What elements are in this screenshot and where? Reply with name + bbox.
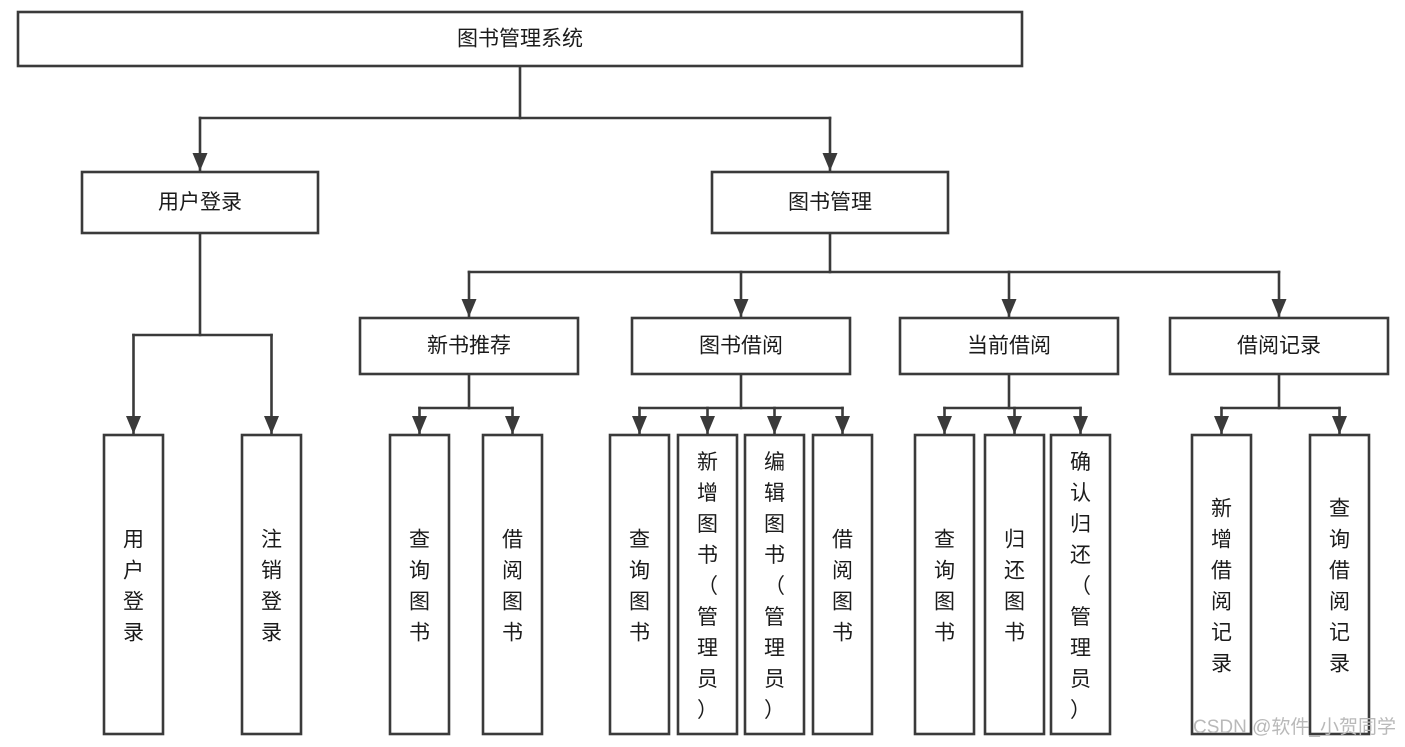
node-leaf-add-borrow-record-rect[interactable] — [1190, 433, 1253, 736]
arrow-head-icon — [632, 416, 647, 434]
node-leaf-borrow-book-2-rect[interactable] — [811, 433, 874, 736]
arrow-head-icon — [1271, 299, 1287, 317]
connector-lines — [126, 64, 1347, 436]
node-leaf-add-borrow-record[interactable]: 新增借阅记录 — [1190, 433, 1253, 736]
node-leaf-query-borrow-record-label: 查询借阅记录 — [1329, 498, 1350, 676]
node-boxes: 图书管理系统用户登录图书管理新书推荐图书借阅当前借阅借阅记录用户登录注销登录查询… — [16, 10, 1390, 736]
node-leaf-query-book-1[interactable]: 查询图书 — [388, 433, 451, 736]
arrow-head-icon — [767, 416, 782, 434]
node-leaf-user-logout-rect[interactable] — [240, 433, 303, 736]
node-root-root-rect[interactable] — [16, 10, 1024, 68]
node-leaf-edit-book-admin-rect[interactable] — [743, 433, 806, 736]
node-root-root-label: 图书管理系统 — [457, 28, 583, 51]
node-user-login-rect[interactable] — [80, 170, 320, 235]
node-leaf-add-book-admin-label: 新增图书（管理员） — [697, 451, 718, 722]
node-new-book-recommend-rect[interactable] — [358, 316, 580, 376]
node-leaf-query-book-2-label: 查询图书 — [629, 529, 650, 645]
node-leaf-borrow-book-2-label: 借阅图书 — [832, 529, 853, 645]
node-borrow-record-label: 借阅记录 — [1237, 335, 1321, 358]
arrow-head-icon — [822, 153, 838, 171]
node-leaf-query-book-3-label: 查询图书 — [934, 529, 955, 645]
node-leaf-user-login[interactable]: 用户登录 — [102, 433, 165, 736]
node-leaf-borrow-book-2[interactable]: 借阅图书 — [811, 433, 874, 736]
arrow-head-icon — [192, 153, 208, 171]
arrow-head-icon — [1073, 416, 1088, 434]
node-book-manage-rect[interactable] — [710, 170, 950, 235]
node-leaf-borrow-book-1-rect[interactable] — [481, 433, 544, 736]
arrow-head-icon — [264, 416, 279, 434]
node-borrow-record[interactable]: 借阅记录 — [1168, 316, 1390, 376]
node-leaf-add-borrow-record-label: 新增借阅记录 — [1211, 498, 1232, 676]
node-user-login-label: 用户登录 — [158, 191, 242, 214]
node-current-borrow-rect[interactable] — [898, 316, 1120, 376]
node-book-borrow-rect[interactable] — [630, 316, 852, 376]
node-leaf-query-book-1-rect[interactable] — [388, 433, 451, 736]
node-leaf-borrow-book-1-label: 借阅图书 — [502, 529, 523, 645]
node-borrow-record-rect[interactable] — [1168, 316, 1390, 376]
node-leaf-query-book-1-label: 查询图书 — [409, 529, 430, 645]
node-leaf-confirm-return-admin[interactable]: 确认归还（管理员） — [1049, 433, 1112, 736]
arrow-head-icon — [1214, 416, 1229, 434]
node-book-manage[interactable]: 图书管理 — [710, 170, 950, 235]
node-leaf-borrow-book-1[interactable]: 借阅图书 — [481, 433, 544, 736]
node-leaf-add-book-admin[interactable]: 新增图书（管理员） — [676, 433, 739, 736]
arrow-head-icon — [1001, 299, 1017, 317]
arrow-head-icon — [835, 416, 850, 434]
node-leaf-edit-book-admin-label: 编辑图书（管理员） — [764, 451, 785, 722]
node-book-borrow[interactable]: 图书借阅 — [630, 316, 852, 376]
arrow-head-icon — [937, 416, 952, 434]
arrow-head-icon — [700, 416, 715, 434]
node-new-book-recommend[interactable]: 新书推荐 — [358, 316, 580, 376]
arrow-head-icon — [733, 299, 749, 317]
node-leaf-user-logout-label: 注销登录 — [261, 529, 282, 645]
node-leaf-return-book[interactable]: 归还图书 — [983, 433, 1046, 736]
node-leaf-query-book-3-rect[interactable] — [913, 433, 976, 736]
node-leaf-query-book-3[interactable]: 查询图书 — [913, 433, 976, 736]
node-leaf-query-borrow-record-rect[interactable] — [1308, 433, 1371, 736]
node-book-manage-label: 图书管理 — [788, 191, 872, 214]
arrow-head-icon — [412, 416, 427, 434]
node-leaf-user-logout[interactable]: 注销登录 — [240, 433, 303, 736]
node-leaf-edit-book-admin[interactable]: 编辑图书（管理员） — [743, 433, 806, 736]
arrow-head-icon — [461, 299, 477, 317]
node-current-borrow[interactable]: 当前借阅 — [898, 316, 1120, 376]
node-leaf-return-book-label: 归还图书 — [1004, 529, 1025, 645]
node-new-book-recommend-label: 新书推荐 — [427, 335, 511, 358]
node-root-root[interactable]: 图书管理系统 — [16, 10, 1024, 68]
node-leaf-query-book-2[interactable]: 查询图书 — [608, 433, 671, 736]
arrow-head-icon — [1332, 416, 1347, 434]
node-leaf-confirm-return-admin-label: 确认归还（管理员） — [1070, 451, 1091, 722]
arrow-head-icon — [126, 416, 141, 434]
watermark-label: CSDN @软件_小贺同学 — [1193, 716, 1396, 738]
arrow-head-icon — [1007, 416, 1022, 434]
node-leaf-user-login-label: 用户登录 — [123, 529, 144, 645]
node-user-login[interactable]: 用户登录 — [80, 170, 320, 235]
node-leaf-user-login-rect[interactable] — [102, 433, 165, 736]
node-leaf-add-book-admin-rect[interactable] — [676, 433, 739, 736]
node-book-borrow-label: 图书借阅 — [699, 335, 783, 358]
arrow-head-icon — [505, 416, 520, 434]
node-current-borrow-label: 当前借阅 — [967, 335, 1051, 358]
node-leaf-query-book-2-rect[interactable] — [608, 433, 671, 736]
node-leaf-confirm-return-admin-rect[interactable] — [1049, 433, 1112, 736]
node-leaf-query-borrow-record[interactable]: 查询借阅记录 — [1308, 433, 1371, 736]
node-leaf-return-book-rect[interactable] — [983, 433, 1046, 736]
